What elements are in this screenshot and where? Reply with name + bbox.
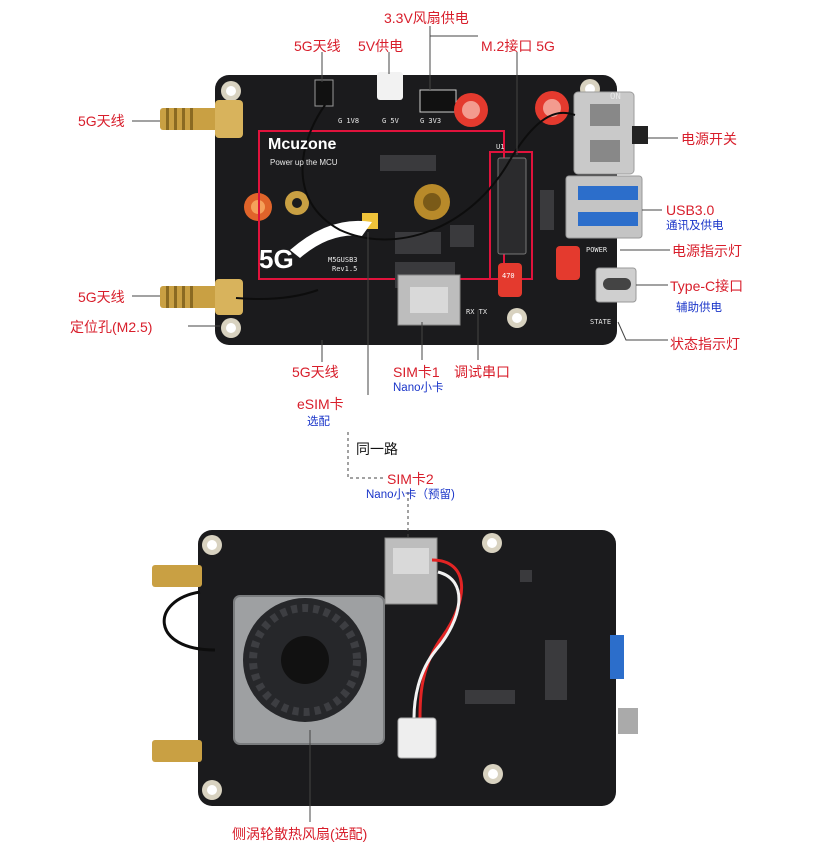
logo-5g-text: 5G [259,244,294,274]
cap-silk: 470 [502,272,515,280]
swoosh-logo [290,220,372,258]
label-usb3-sub: 通讯及供电 [666,220,724,232]
power-silk: POWER [586,246,608,254]
capacitors [454,91,580,297]
label-sim1-sub: Nano小卡 [393,382,444,394]
label-type-c-sub: 辅助供电 [676,302,722,314]
label-mount-hole: 定位孔(M2.5) [70,319,153,335]
hdr-1v8-silk: G 1V8 [338,117,360,125]
brand-slogan: Power up the MCU [270,158,338,167]
ufl-antenna-top [314,79,334,107]
antenna-cable [301,104,576,241]
label-esim: eSIM卡 [297,396,344,412]
callout-lines [132,26,678,822]
label-m2-slot: M.2接口 5G [481,38,555,54]
on-silk: ON [610,92,621,102]
state-silk: STATE [590,318,612,326]
fan-wire-red [418,558,463,719]
label-sim2: SIM卡2 [387,471,434,487]
hdr-3v3-silk: G 3V3 [420,117,442,125]
jst-5v-connector [377,72,403,100]
bottom-sma-bottom [152,740,202,762]
label-antenna-left-bottom: 5G天线 [78,289,125,305]
sma-connector-top [160,100,243,138]
label-antenna-bottom: 5G天线 [292,364,339,380]
fan-jst-connector [397,717,437,759]
label-fan: 侧涡轮散热风扇(选配) [232,826,368,842]
label-same-channel: 同一路 [356,441,398,457]
label-power-led: 电源指示灯 [672,243,742,259]
usb3-port [565,175,643,239]
label-debug-uart: 调试串口 [454,364,510,380]
top-board [160,72,648,345]
model-silk: M5GUSB3 [328,256,358,264]
label-sim1: SIM卡1 [393,364,440,380]
label-usb3: USB3.0 [666,202,715,218]
label-esim-sub: 选配 [307,416,330,428]
bottom-sma-top [152,565,202,587]
fan-header [419,89,457,113]
u1-silk: U1 [496,143,505,151]
label-power-switch: 电源开关 [681,131,737,147]
brand-logo-text: Mcuzone [268,136,337,153]
label-type-c: Type-C接口 [670,278,744,294]
switch-edge [618,708,638,734]
label-antenna-left-top: 5G天线 [78,113,125,129]
hdr-5v-silk: G 5V [382,117,399,125]
label-sim2-sub: Nano小卡（预留) [366,489,455,501]
usb-edge [610,635,624,679]
rev-silk: Rev1.5 [332,265,358,273]
label-fan-power: 3.3V风扇供电 [384,10,469,26]
label-5v-power: 5V供电 [358,38,404,54]
label-status-led: 状态指示灯 [670,336,740,352]
rxtx-silk: RX TX [466,308,488,316]
sma-connector-bottom [160,279,243,315]
label-antenna-top: 5G天线 [294,38,341,54]
bottom-pads [465,570,567,704]
bottom-board [152,530,638,806]
power-switch-lever [632,126,648,144]
